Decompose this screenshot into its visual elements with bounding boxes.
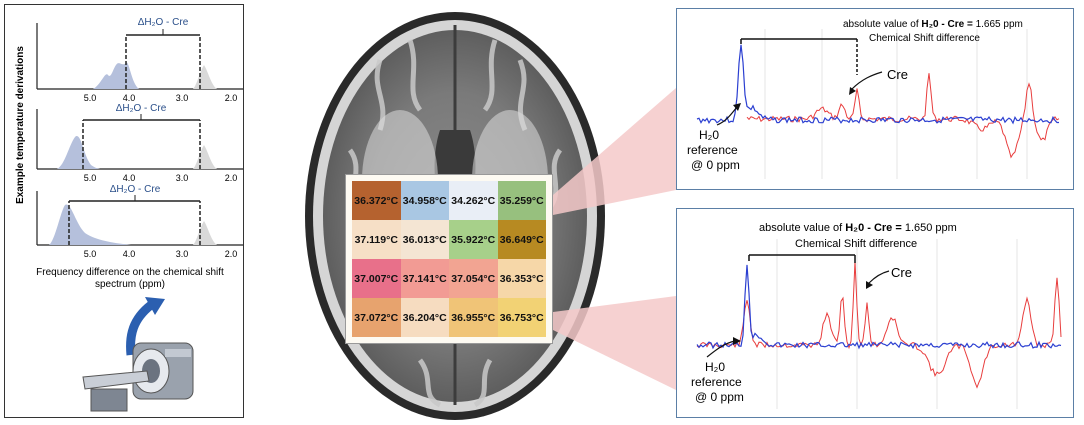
title-value: 1.665 ppm xyxy=(976,19,1023,30)
temperature-derivation-panel: Example temperature derivations ΔH₂O - C… xyxy=(4,4,244,418)
cre-label-top: Cre xyxy=(887,67,908,82)
temperature-cell: 36.649°C xyxy=(497,220,546,259)
title-value: 1.650 ppm xyxy=(905,222,957,234)
title-bold: H₂0 - Cre = xyxy=(921,19,975,30)
title-prefix: absolute value of xyxy=(759,222,845,234)
temperature-cell: 35.922°C xyxy=(449,220,498,259)
spectrum-top-svg: Cre H₂0 reference @ 0 ppm absolute value… xyxy=(687,19,1060,179)
blue-peak-line xyxy=(696,44,1059,125)
ref-line3-top: @ 0 ppm xyxy=(691,158,740,172)
temperature-cell: 36.204°C xyxy=(400,298,449,337)
tick-label: 2.0 xyxy=(225,173,238,183)
tick-label: 2.0 xyxy=(225,93,238,103)
ref-line2-top: reference xyxy=(687,143,738,157)
spectrum-1: ΔH₂O - Cre 5.0 4.0 3.0 2.0 xyxy=(36,17,243,103)
blue-peak-line xyxy=(696,264,1062,350)
temperature-cell: 37.007°C xyxy=(352,259,401,298)
temperature-cell: 37.119°C xyxy=(352,220,401,259)
spectra-svg: Example temperature derivations ΔH₂O - C… xyxy=(15,17,243,412)
spectrum-top-panel: Cre H₂0 reference @ 0 ppm absolute value… xyxy=(676,8,1074,190)
spectrum-3-label: ΔH₂O - Cre xyxy=(110,184,161,195)
title-bold: H₂0 - Cre = xyxy=(845,222,905,234)
x-axis-label-line1: Frequency difference on the chemical shi… xyxy=(36,267,224,278)
subtitle-bottom: Chemical Shift difference xyxy=(795,238,917,250)
temperature-cell: 34.958°C xyxy=(400,181,449,220)
tick-label: 4.0 xyxy=(123,93,136,103)
tick-label: 4.0 xyxy=(123,173,136,183)
temperature-cell: 36.372°C xyxy=(352,181,401,220)
spectrum-2-label: ΔH₂O - Cre xyxy=(116,103,167,114)
spectrum-2: ΔH₂O - Cre 5.0 4.0 3.0 2.0 xyxy=(36,103,243,183)
temperature-cell: 34.262°C xyxy=(449,181,498,220)
title-prefix: absolute value of xyxy=(843,19,921,30)
spectrum-3: ΔH₂O - Cre 5.0 4.0 3.0 2.0 xyxy=(36,184,243,259)
temperature-cell: 36.955°C xyxy=(449,298,498,337)
temperature-cell: 36.353°C xyxy=(497,259,546,298)
ref-line1-bottom: H₂0 xyxy=(705,360,725,374)
tick-label: 2.0 xyxy=(225,249,238,259)
temperature-cell: 35.259°C xyxy=(497,181,546,220)
title-top: absolute value of H₂0 - Cre = 1.665 ppm xyxy=(843,19,1023,30)
tick-label: 5.0 xyxy=(84,173,97,183)
spectrum-1-label: ΔH₂O - Cre xyxy=(138,17,189,28)
x-axis-label-line2: spectrum (ppm) xyxy=(95,279,165,290)
tick-label: 3.0 xyxy=(176,249,189,259)
temperature-cell: 37.054°C xyxy=(449,259,498,298)
title-bottom: absolute value of H₂0 - Cre = 1.650 ppm xyxy=(759,222,957,234)
temperature-cell: 36.753°C xyxy=(497,298,546,337)
tick-label: 3.0 xyxy=(176,173,189,183)
tick-label: 5.0 xyxy=(84,249,97,259)
tick-label: 5.0 xyxy=(84,93,97,103)
cre-label-bottom: Cre xyxy=(891,265,912,280)
ref-line3-bottom: @ 0 ppm xyxy=(695,390,744,404)
temperature-cell: 37.141°C xyxy=(400,259,449,298)
temperature-cell: 37.072°C xyxy=(352,298,401,337)
arrow-icon xyxy=(126,297,165,356)
subtitle-top: Chemical Shift difference xyxy=(869,33,980,44)
tick-label: 4.0 xyxy=(123,249,136,259)
y-axis-label: Example temperature derivations xyxy=(15,46,26,204)
tick-label: 3.0 xyxy=(176,93,189,103)
temperature-cell: 36.013°C xyxy=(400,220,449,259)
spectrum-bottom-svg: Cre H₂0 reference @ 0 ppm absolute value… xyxy=(691,222,1062,409)
spectrum-bottom-panel: Cre H₂0 reference @ 0 ppm absolute value… xyxy=(676,208,1074,418)
red-spectrum-line xyxy=(696,261,1062,389)
ref-line2-bottom: reference xyxy=(691,375,742,389)
mri-scanner-icon xyxy=(82,342,194,412)
red-spectrum-line xyxy=(746,73,1060,159)
ref-line1-top: H₂0 xyxy=(699,128,719,142)
